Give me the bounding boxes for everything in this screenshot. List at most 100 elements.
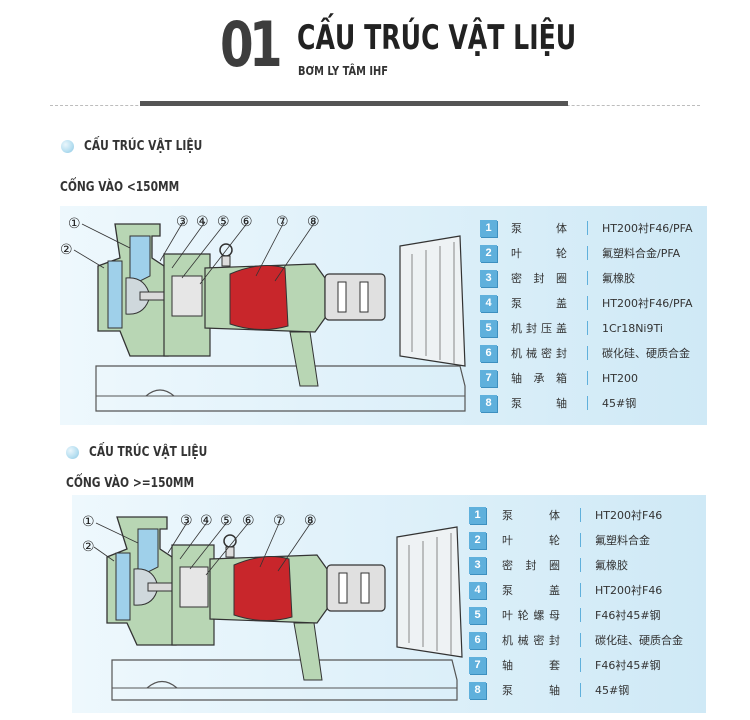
callout-8: ⑧ [304,513,317,529]
spec-row: 6 机械密封 碳化硅、硬质合金 [480,343,700,363]
callout-1: ① [68,216,81,232]
section1-title: CẤU TRÚC VẬT LIỆU [84,139,203,154]
pump-base-icon [95,365,466,412]
spec-num: 7 [480,369,497,387]
spec-material: F46衬45#钢 [595,609,661,622]
section1-pump-drawing: ① ② ③ ④ ⑤ ⑥ ⑦ ⑧ [60,214,466,412]
spec-divider [580,608,581,622]
spec-part-name: 叶 轮 [502,534,560,547]
spec-row: 1 泵 体 HT200衬F46/PFA [480,218,700,238]
spec-material: F46衬45#钢 [595,659,661,672]
spec-num: 6 [469,631,486,649]
callout-8: ⑧ [307,214,320,230]
pump-cover-icon [163,253,211,357]
coupling-icon [326,564,386,612]
callout-4: ④ [196,214,209,230]
spec-num: 6 [480,344,497,362]
spec-part-name: 密封圈 [502,559,560,572]
spec-row: 1 泵 体 HT200衬F46 [469,505,704,525]
spec-material: 45#钢 [602,397,637,410]
spec-material: 氟塑料合金 [595,534,650,547]
motor-icon [396,526,463,658]
callout-6: ⑥ [240,214,253,230]
spec-divider [580,658,581,672]
spec-part-name: 轴承箱 [511,372,567,385]
spec-part-name: 泵 轴 [511,397,567,410]
spec-material: HT200衬F46 [595,509,663,522]
spec-part-name: 密封圈 [511,272,567,285]
spec-num: 3 [480,269,497,287]
spec-material: HT200衬F46 [595,584,663,597]
spec-part-name: 机封压盖 [511,322,567,335]
callout-2: ② [60,242,73,258]
spec-divider [587,221,588,235]
spec-row: 4 泵 盖 HT200衬F46 [469,580,704,600]
spec-part-name: 泵 体 [502,509,560,522]
callout-7: ⑦ [276,214,289,230]
page-subtitle: BƠM LY TÂM IHF [298,64,389,78]
spec-divider [580,508,581,522]
section1-heading: CẤU TRÚC VẬT LIỆU [61,139,228,154]
spec-divider [587,296,588,310]
callout-2: ② [82,539,95,555]
callout-4: ④ [200,513,213,529]
pump-cover-icon [171,544,215,646]
section1-inlet-label: CỔNG VÀO <150MM [60,180,180,195]
spec-divider [587,246,588,260]
spec-material: 碳化硅、硬质合金 [602,347,690,360]
spec-num: 4 [480,294,497,312]
spec-material: 45#钢 [595,684,630,697]
spec-divider [580,533,581,547]
spec-part-name: 泵 体 [511,222,567,235]
spec-material: HT200 [602,371,638,385]
spec-divider [580,558,581,572]
callout-5: ⑤ [220,513,233,529]
spec-part-name: 机械密封 [502,634,560,647]
spec-num: 5 [469,606,486,624]
spec-divider [587,396,588,410]
spec-material: HT200衬F46/PFA [602,297,693,310]
spec-part-name: 叶轮螺母 [502,609,560,622]
section1-spec-table: 1 泵 体 HT200衬F46/PFA 2 叶 轮 氟塑料合金/PFA 3 密封… [480,218,700,418]
page-title: CẤU TRÚC VẬT LIỆU [297,18,577,58]
callout-3: ③ [180,513,193,529]
spec-num: 5 [480,319,497,337]
spec-material: 1Cr18Ni9Ti [602,321,663,335]
spec-row: 4 泵 盖 HT200衬F46/PFA [480,293,700,313]
spec-row: 6 机械密封 碳化硅、硬质合金 [469,630,704,650]
spec-divider [580,633,581,647]
spec-row: 5 叶轮螺母 F46衬45#钢 [469,605,704,625]
bullet-dot-icon [61,140,74,153]
spec-divider [587,271,588,285]
spec-part-name: 泵 盖 [511,297,567,310]
spec-row: 2 叶 轮 氟塑料合金/PFA [480,243,700,263]
section2-spec-table: 1 泵 体 HT200衬F46 2 叶 轮 氟塑料合金 3 密封圈 氟橡胶 4 … [469,505,704,705]
spec-material: 氟塑料合金/PFA [602,247,681,260]
spec-row: 3 密封圈 氟橡胶 [480,268,700,288]
motor-icon [399,235,466,367]
spec-row: 2 叶 轮 氟塑料合金 [469,530,704,550]
spec-num: 2 [480,244,497,262]
callout-7: ⑦ [273,513,286,529]
bullet-dot-icon [66,446,79,459]
bearing-box-icon [204,243,326,387]
spec-material: 氟橡胶 [595,559,628,572]
coupling-icon [324,273,386,321]
callout-leaders [73,221,316,285]
header-number: 01 [220,8,283,81]
spec-part-name: 轴 套 [502,659,560,672]
spec-material: 碳化硅、硬质合金 [595,634,683,647]
section2-heading: CẤU TRÚC VẬT LIỆU [66,445,233,460]
spec-row: 8 泵 轴 45#钢 [480,393,700,413]
spec-num: 4 [469,581,486,599]
callout-5: ⑤ [217,214,230,230]
spec-num: 8 [469,681,486,699]
spec-divider [580,583,581,597]
spec-num: 2 [469,531,486,549]
spec-row: 5 机封压盖 1Cr18Ni9Ti [480,318,700,338]
spec-num: 1 [480,219,497,237]
spec-part-name: 泵 轴 [502,684,560,697]
spec-num: 8 [480,394,497,412]
spec-row: 8 泵 轴 45#钢 [469,680,704,700]
spec-row: 3 密封圈 氟橡胶 [469,555,704,575]
